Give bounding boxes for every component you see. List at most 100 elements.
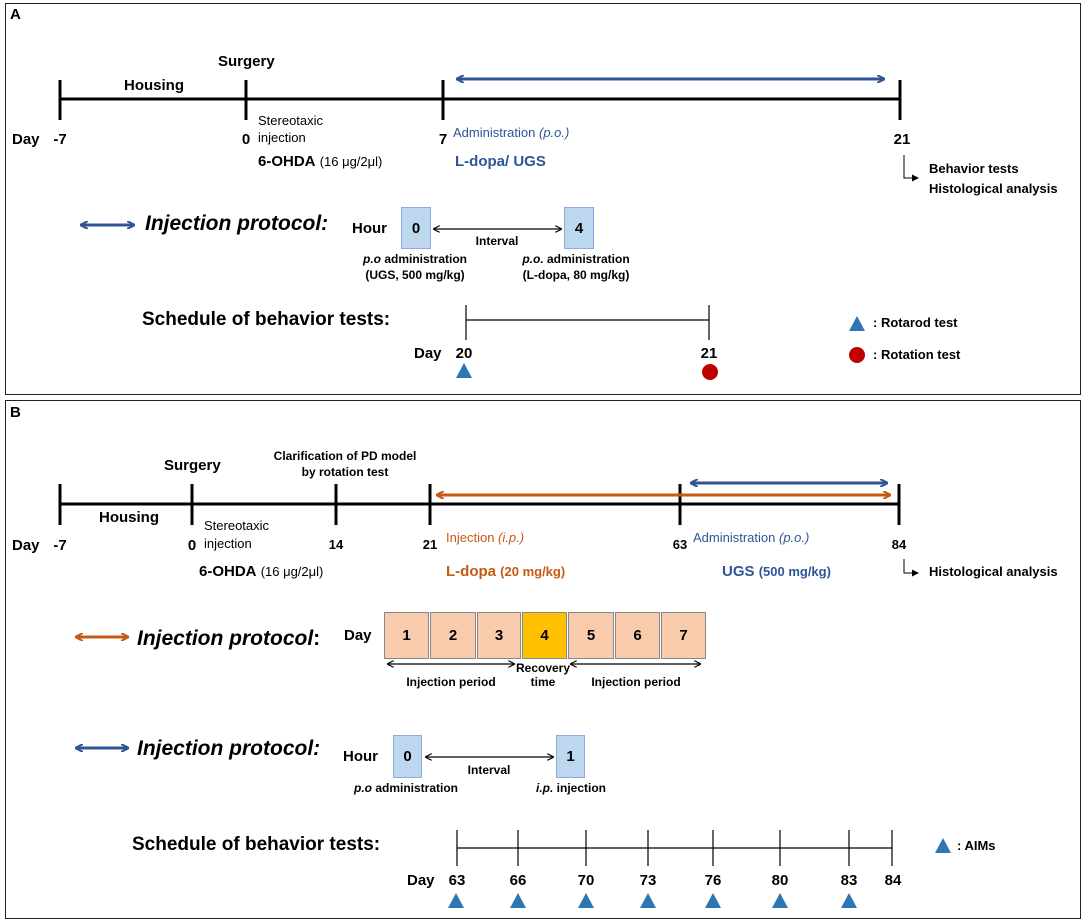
ohda-dose: (16 μg/2μl) — [260, 564, 324, 579]
right-admin: administration — [543, 252, 630, 266]
right-route: p.o. — [522, 252, 544, 266]
recovery-label-2: time — [530, 675, 556, 689]
recovery-label-1: Recovery — [515, 661, 571, 675]
stereotaxic-label-1: Stereotaxic — [258, 113, 324, 128]
surgery-label: Surgery — [164, 457, 221, 474]
outcome-label-1: Behavior tests — [929, 161, 1019, 176]
schedule-title: Schedule of behavior tests: — [142, 309, 391, 330]
surgery-label: Surgery — [218, 53, 275, 70]
schedule-day-label: Day — [407, 872, 435, 889]
day-tick-label: 0 — [241, 131, 251, 148]
panel-b-label: B — [10, 404, 21, 421]
day-box: 7 — [661, 612, 706, 659]
day-box: 6 — [615, 612, 660, 659]
schedule-day: 84 — [884, 872, 902, 889]
day-box: 1 — [384, 612, 429, 659]
legend-rotation: : Rotation test — [873, 347, 961, 362]
outcome-label-2: Histological analysis — [929, 181, 1058, 196]
hour-label: Hour — [343, 748, 378, 765]
triangle-marker-icon — [448, 893, 464, 908]
recovery-day-box: 4 — [522, 612, 567, 659]
triangle-marker-icon — [841, 893, 857, 908]
admin-route: (p.o.) — [779, 530, 810, 545]
injection-label: Injection — [446, 530, 495, 545]
clarification-label-1: Clarification of PD model — [273, 449, 417, 463]
admin-label: Administration — [453, 125, 536, 140]
protocol-title: Injection protocol: — [137, 737, 321, 760]
schedule-day-label: Day — [414, 345, 442, 362]
legend-triangle-icon — [935, 838, 951, 853]
schedule-title: Schedule of behavior tests: — [132, 834, 381, 855]
day-box: 3 — [477, 612, 521, 659]
right-route: i.p. — [535, 781, 554, 795]
interval-label: Interval — [475, 234, 519, 248]
schedule-day: 70 — [577, 872, 595, 889]
housing-label: Housing — [99, 509, 159, 526]
hour-box-end: 1 — [556, 735, 585, 778]
schedule-day: 66 — [509, 872, 527, 889]
stereotaxic-label-1: Stereotaxic — [204, 518, 270, 533]
interval-label: Interval — [467, 763, 511, 777]
ohda-label: 6-OHDA — [258, 153, 316, 170]
schedule-day: 76 — [704, 872, 722, 889]
day-box: 2 — [430, 612, 476, 659]
protocol-title: Injection protocol — [137, 627, 314, 650]
hour-box-start: 0 — [401, 207, 431, 249]
legend-aims: : AIMs — [957, 838, 996, 853]
panel-b-timeline — [58, 484, 901, 525]
injection-route: (i.p.) — [498, 530, 525, 545]
triangle-marker-icon — [640, 893, 656, 908]
triangle-marker-icon — [705, 893, 721, 908]
day-tick-label: 84 — [891, 537, 907, 552]
protocol-colon: : — [313, 627, 321, 650]
right-dose: (L-dopa, 80 mg/kg) — [522, 268, 630, 282]
legend-rotarod: : Rotarod test — [873, 315, 958, 330]
ohda-dose: (16 μg/2μl) — [319, 154, 383, 169]
panel-a — [5, 3, 1081, 395]
left-route: p.o — [362, 252, 381, 266]
triangle-marker-icon — [772, 893, 788, 908]
schedule-day: 21 — [700, 345, 718, 362]
day-label: Day — [344, 627, 372, 644]
stereotaxic-label-2: injection — [258, 130, 306, 145]
day-tick-label: 21 — [893, 131, 911, 148]
day-label: Day — [12, 537, 40, 554]
panel-a-timeline — [58, 80, 902, 120]
left-admin: administration — [380, 252, 468, 266]
schedule-day: 20 — [455, 345, 473, 362]
clarification-label-2: by rotation test — [301, 465, 389, 479]
day-tick-label: 63 — [672, 537, 688, 552]
day-tick-label: 0 — [187, 537, 197, 554]
left-route: p.o — [353, 781, 372, 795]
stereotaxic-label-2: injection — [204, 536, 252, 551]
hour-box-start: 0 — [393, 735, 422, 778]
triangle-marker-icon — [510, 893, 526, 908]
bent-arrow-icon — [903, 155, 919, 182]
panel-b — [5, 400, 1081, 919]
left-admin: administration — [371, 781, 459, 795]
legend-triangle-icon — [849, 316, 865, 331]
triangle-marker-icon — [578, 893, 594, 908]
ugs-dose: (500 mg/kg) — [758, 564, 831, 579]
schedule-day: 80 — [771, 872, 789, 889]
right-injection: injection — [553, 781, 607, 795]
left-dose: (UGS, 500 mg/kg) — [365, 268, 465, 282]
day-tick-label: 14 — [328, 537, 344, 552]
panel-a-schedule-line — [465, 305, 710, 340]
day-tick-label: 21 — [422, 537, 438, 552]
day-tick-label: 7 — [438, 131, 448, 148]
outcome-label: Histological analysis — [929, 564, 1058, 579]
drugs-label: L-dopa/ UGS — [455, 153, 546, 170]
ldopa-label: L-dopa — [446, 563, 496, 580]
day-tick-label: -7 — [53, 537, 67, 554]
ohda-label: 6-OHDA — [199, 563, 257, 580]
admin-label: Administration — [693, 530, 776, 545]
panel-b-schedule-line — [456, 830, 893, 866]
schedule-day: 63 — [448, 872, 466, 889]
hour-label: Hour — [352, 220, 387, 237]
legend-circle-icon — [849, 347, 865, 363]
schedule-day: 73 — [639, 872, 657, 889]
triangle-marker-icon — [456, 363, 472, 378]
day-label: Day — [12, 131, 40, 148]
